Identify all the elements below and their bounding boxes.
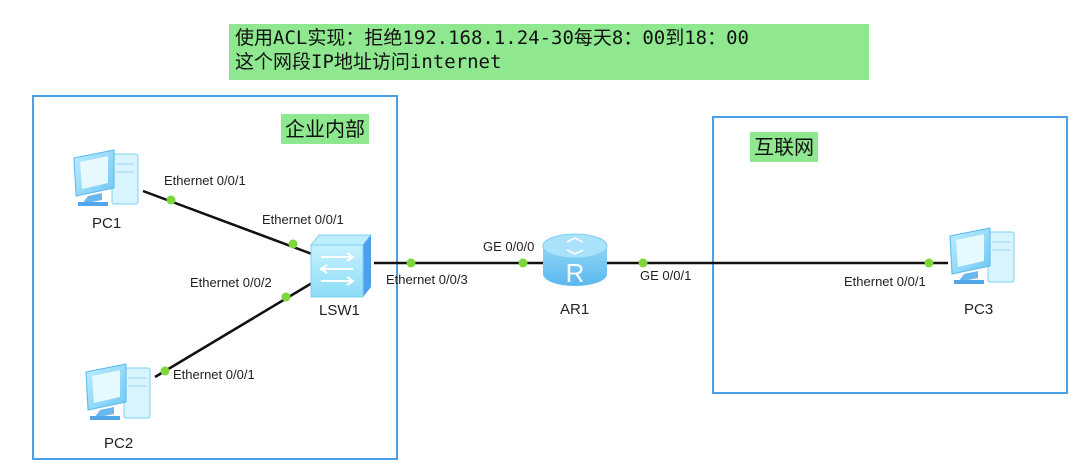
port-dot <box>160 366 170 376</box>
port-dot <box>281 292 291 302</box>
device-label-pc2: PC2 <box>104 435 133 452</box>
router-icon: R <box>542 233 608 288</box>
zone-internal-label: 企业内部 <box>281 114 369 144</box>
port-label-pc2-eth001: Ethernet 0/0/1 <box>173 367 255 382</box>
port-label-pc1-eth001: Ethernet 0/0/1 <box>164 173 246 188</box>
port-label-ar1-ge001: GE 0/0/1 <box>640 268 691 283</box>
zone-internal <box>32 95 398 460</box>
port-label-ar1-ge000: GE 0/0/0 <box>483 239 534 254</box>
device-pc3[interactable]: PC3 <box>949 227 1015 318</box>
device-pc2[interactable]: PC2 <box>85 363 151 452</box>
device-pc1[interactable]: PC1 <box>73 149 139 232</box>
port-label-lsw1-eth002: Ethernet 0/0/2 <box>190 275 272 290</box>
port-dot <box>288 239 298 249</box>
zone-internet <box>712 116 1068 394</box>
port-label-lsw1-eth003: Ethernet 0/0/3 <box>386 272 468 287</box>
port-dot <box>924 258 934 268</box>
task-description-line2: 这个网段IP地址访问internet <box>235 51 502 73</box>
zone-internet-label: 互联网 <box>750 132 818 162</box>
device-label-pc1: PC1 <box>92 215 121 232</box>
switch-icon <box>309 234 373 298</box>
device-lsw1[interactable]: LSW1 <box>309 234 373 319</box>
task-description-line1: 使用ACL实现：拒绝192.168.1.24-30每天8：00到18：00 <box>235 27 749 49</box>
task-description: 使用ACL实现：拒绝192.168.1.24-30每天8：00到18：00 这个… <box>229 24 869 80</box>
device-label-ar1: AR1 <box>560 301 589 318</box>
device-ar1[interactable]: R AR1 <box>542 233 608 318</box>
device-label-lsw1: LSW1 <box>319 302 360 319</box>
device-label-pc3: PC3 <box>964 301 993 318</box>
port-dot <box>406 258 416 268</box>
pc-icon <box>73 149 139 206</box>
port-label-pc3-eth001: Ethernet 0/0/1 <box>844 274 926 289</box>
pc-icon <box>949 227 1015 284</box>
port-dot <box>518 258 528 268</box>
svg-text:R: R <box>566 258 585 288</box>
port-dot <box>638 258 648 268</box>
port-label-lsw1-eth001: Ethernet 0/0/1 <box>262 212 344 227</box>
pc-icon <box>85 363 151 420</box>
port-dot <box>166 195 176 205</box>
